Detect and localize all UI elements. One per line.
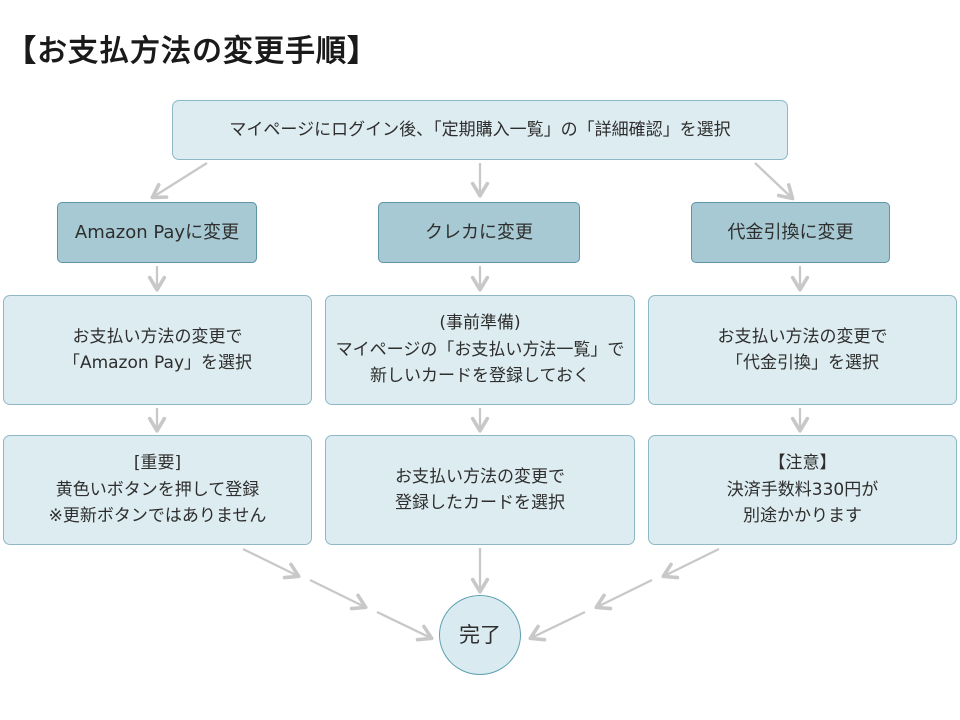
step-box-cod-2-label: 【注意】 決済手数料330円が 別途かかります — [726, 453, 879, 527]
end-node-label: 完了 — [459, 622, 501, 647]
start-step-box: マイページにログイン後、「定期購入一覧」の「詳細確認」を選択 — [172, 100, 788, 160]
branch-header-credit-card-label: クレカに変更 — [425, 221, 533, 243]
step-box-credit-card-1-label: (事前準備) マイページの「お支払い方法一覧」で 新しいカードを登録しておく — [335, 313, 625, 387]
branch-header-amazon-pay: Amazon Payに変更 — [57, 202, 257, 263]
branch-header-credit-card: クレカに変更 — [378, 202, 580, 263]
step-box-cod-2: 【注意】 決済手数料330円が 別途かかります — [648, 435, 957, 545]
step-box-amazon-pay-1-label: お支払い方法の変更で 「Amazon Pay」を選択 — [62, 326, 253, 373]
step-box-credit-card-2: お支払い方法の変更で 登録したカードを選択 — [325, 435, 635, 545]
branch-header-cod: 代金引換に変更 — [691, 202, 890, 263]
step-box-credit-card-2-label: お支払い方法の変更で 登録したカードを選択 — [395, 466, 565, 513]
page-title: 【お支払方法の変更手順】 — [6, 34, 378, 69]
arrow-amazonpay-to-end — [242, 547, 434, 642]
arrow-start-to-cod — [754, 162, 795, 201]
step-box-credit-card-1: (事前準備) マイページの「お支払い方法一覧」で 新しいカードを登録しておく — [325, 295, 635, 405]
step-box-cod-1: お支払い方法の変更で 「代金引換」を選択 — [648, 295, 957, 405]
arrow-start-to-amazonpay — [150, 162, 208, 200]
branch-header-cod-label: 代金引換に変更 — [727, 221, 854, 243]
start-step-label: マイページにログイン後、「定期購入一覧」の「詳細確認」を選択 — [229, 119, 731, 140]
end-node: 完了 — [439, 595, 521, 675]
step-box-amazon-pay-1: お支払い方法の変更で 「Amazon Pay」を選択 — [3, 295, 312, 405]
step-box-cod-1-label: お支払い方法の変更で 「代金引換」を選択 — [717, 326, 888, 373]
branch-header-amazon-pay-label: Amazon Payに変更 — [74, 221, 240, 243]
step-box-amazon-pay-2: [重要] 黄色いボタンを押して登録 ※更新ボタンではありません — [3, 435, 312, 545]
step-box-amazon-pay-2-label: [重要] 黄色いボタンを押して登録 ※更新ボタンではありません — [48, 453, 267, 527]
arrow-cod-to-end — [528, 547, 720, 642]
